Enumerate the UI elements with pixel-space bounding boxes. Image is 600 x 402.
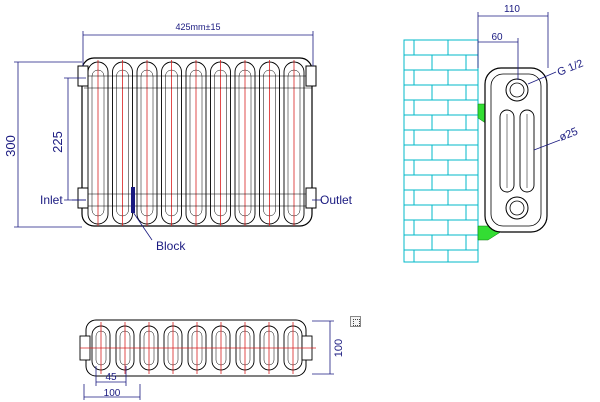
side-body-outline — [484, 67, 548, 233]
side-slot-left — [499, 109, 515, 193]
label-thread: G 1/2 — [556, 58, 585, 79]
port-bottom-inner — [509, 200, 525, 216]
dim-side-depth: 110 — [504, 4, 520, 15]
port-bottom-outer — [505, 196, 529, 220]
label-block: Block — [156, 239, 186, 253]
dim-top-width: 425mm±15 — [176, 22, 221, 32]
side-elevation: 110 60 G 1/2 ø25 — [403, 4, 585, 263]
dim-plan-overall: 100 — [104, 388, 121, 399]
label-outlet: Outlet — [320, 193, 353, 207]
label-inlet: Inlet — [40, 193, 63, 207]
outlet-stub-bottom — [305, 187, 317, 209]
dim-side-offset: 60 — [491, 32, 503, 43]
port-top-outer — [505, 78, 529, 102]
plan-view: 100 45 100 — [79, 319, 345, 400]
dim-plan-pitch: 45 — [105, 372, 117, 383]
outlet-stub-top — [305, 65, 317, 87]
front-elevation: 425mm±15 300 225 Inlet Outlet Block — [3, 22, 353, 253]
dim-centers: 225 — [50, 131, 65, 153]
inlet-stub-bottom — [77, 187, 89, 209]
brick-wall — [403, 39, 479, 263]
side-body-inner — [490, 73, 542, 227]
front-body-outline — [81, 57, 313, 227]
side-slot-right — [519, 109, 535, 193]
copy-icon[interactable] — [350, 316, 361, 327]
block-marker — [131, 187, 135, 213]
inlet-stub-top — [77, 65, 89, 87]
wall-outline — [403, 39, 479, 263]
dim-plan-depth: 100 — [333, 339, 345, 357]
front-columns — [84, 60, 312, 226]
label-diameter: ø25 — [558, 126, 580, 144]
dim-height-total: 300 — [3, 135, 18, 157]
port-top-inner — [509, 82, 525, 98]
